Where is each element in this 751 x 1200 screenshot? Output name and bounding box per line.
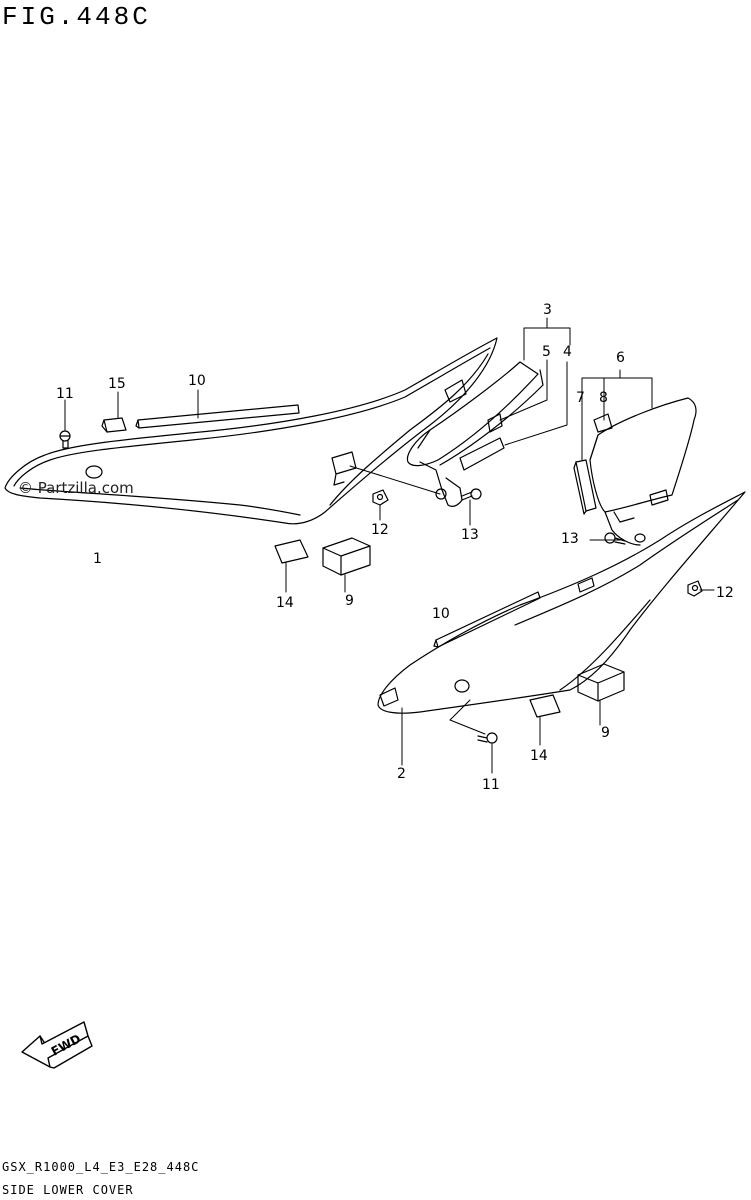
part-8-clip[interactable]: [593, 413, 613, 433]
callout-13-upper: 13: [461, 527, 479, 543]
callout-10-lower: 10: [432, 606, 450, 622]
part-10-trim-strip-upper[interactable]: [135, 404, 300, 429]
callout-5: 5: [542, 344, 551, 360]
callout-11-upper: 11: [56, 386, 74, 402]
watermark: © Partzilla.com: [18, 479, 134, 497]
part-13-bolt-upper[interactable]: [461, 488, 482, 501]
callout-10-upper: 10: [188, 373, 206, 389]
callout-12-lower: 12: [716, 585, 734, 601]
part-6-cover-panel[interactable]: [589, 397, 697, 546]
part-11-screw-upper[interactable]: [59, 430, 71, 449]
part-10-trim-strip-lower[interactable]: [433, 591, 541, 648]
fwd-arrow-icon: FWD: [21, 1021, 93, 1069]
callout-1: 1: [93, 551, 102, 567]
leader-lines: [64, 317, 715, 774]
callout-14-upper: 14: [276, 595, 294, 611]
part-9-sponge-upper[interactable]: [322, 537, 371, 576]
figure-code: GSX_R1000_L4_E3_E28_448C: [2, 1160, 200, 1174]
part-11-screw-lower[interactable]: [477, 732, 498, 744]
callout-2: 2: [397, 766, 406, 782]
callout-12-upper: 12: [371, 522, 389, 538]
callout-7: 7: [576, 390, 585, 406]
callout-9-upper: 9: [345, 593, 354, 609]
part-14-tape-upper[interactable]: [274, 539, 309, 564]
part-15-pad[interactable]: [101, 417, 127, 433]
callout-8: 8: [599, 390, 608, 406]
part-12-clip-nut-lower[interactable]: [687, 580, 703, 597]
figure-name: SIDE LOWER COVER: [2, 1183, 134, 1197]
callout-15: 15: [108, 376, 126, 392]
callout-3: 3: [543, 302, 552, 318]
part-14-tape-lower[interactable]: [529, 694, 561, 718]
part-2-side-lower-cover-right[interactable]: [377, 491, 746, 714]
callout-4: 4: [563, 344, 572, 360]
callout-13-lower: 13: [561, 531, 579, 547]
callout-14-lower: 14: [530, 748, 548, 764]
part-1-side-lower-cover-left[interactable]: [4, 337, 498, 525]
callout-6: 6: [616, 350, 625, 366]
callout-11-lower: 11: [482, 777, 500, 793]
part-12-clip-nut-upper[interactable]: [372, 489, 389, 506]
part-7-strip[interactable]: [573, 459, 597, 515]
callout-9-lower: 9: [601, 725, 610, 741]
figure-title: FIG.448C: [2, 2, 151, 32]
part-9-sponge-lower[interactable]: [577, 663, 625, 702]
